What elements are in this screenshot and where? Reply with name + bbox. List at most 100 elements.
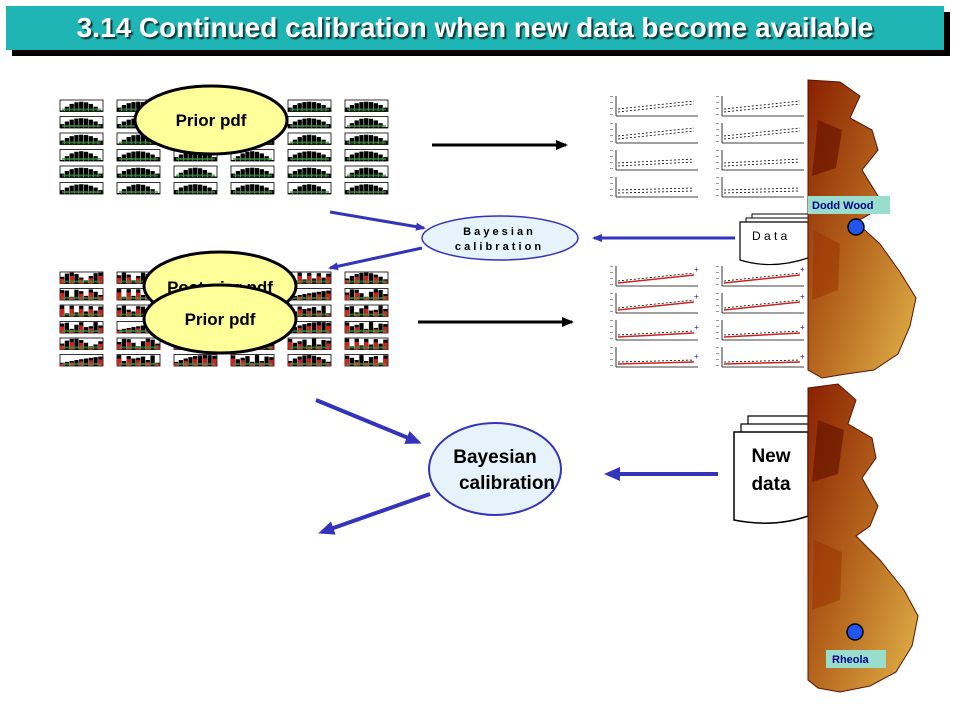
histogram-thumbnail: [173, 165, 218, 178]
output-plot-thumbnail: +: [716, 347, 805, 368]
output-plot-thumbnail: [610, 150, 698, 171]
histogram-thumbnail: [230, 354, 275, 367]
histogram-thumbnail: [344, 116, 389, 129]
output-plot-thumbnail: +: [716, 265, 805, 287]
output-plot-thumbnail: +: [610, 347, 699, 368]
histogram-thumbnail: [59, 354, 104, 367]
prior-pdf-label-2: Prior pdf: [185, 310, 256, 329]
histogram-thumbnail: [59, 99, 104, 112]
output-plot-thumbnail: [716, 96, 804, 117]
new-calibration-output-arrow: [318, 492, 431, 535]
histogram-thumbnail: [116, 337, 161, 350]
bayesian-calibration-ellipse: [428, 422, 562, 516]
histogram-thumbnail: [344, 304, 389, 317]
output-plot-thumbnail: [716, 177, 804, 198]
data-doc-label: D a t a: [752, 229, 788, 243]
histogram-thumbnail: [173, 354, 218, 367]
svg-text:+: +: [800, 323, 805, 332]
uk-map-top: Dodd Wood: [807, 79, 917, 379]
histogram-thumbnail: [287, 149, 332, 162]
histogram-thumbnail: [59, 304, 104, 317]
histogram-thumbnail: [59, 149, 104, 162]
histogram-thumbnail: [59, 116, 104, 129]
histogram-thumbnail: [287, 99, 332, 112]
histogram-thumbnail: [344, 288, 389, 301]
histogram-thumbnail: [287, 354, 332, 367]
output-plot-thumbnail: [610, 96, 698, 117]
output-plot-thumbnail: +: [610, 265, 699, 287]
posterior-output-plots: + + + + + + + +: [610, 265, 805, 368]
new-data-line1: New: [751, 446, 790, 467]
data-document-stack: D a t a: [739, 213, 809, 266]
svg-text:+: +: [694, 323, 699, 332]
histogram-thumbnail: [287, 337, 332, 350]
histogram-thumbnail: [344, 132, 389, 145]
slide-title: 3.14 Continued calibration when new data…: [76, 12, 874, 43]
svg-text:+: +: [800, 352, 805, 361]
histogram-thumbnail: [344, 165, 389, 178]
output-plot-thumbnail: +: [610, 292, 699, 314]
small-calibration-ellipse: [421, 215, 579, 261]
prior-to-calibration-arrow: [329, 210, 426, 231]
histogram-thumbnail: [59, 288, 104, 301]
site-label-dodd-wood-bg: [808, 196, 890, 214]
histogram-thumbnail: [116, 165, 161, 178]
histogram-thumbnail: [59, 321, 104, 334]
histogram-thumbnail: [344, 182, 389, 195]
histogram-thumbnail: [344, 149, 389, 162]
output-plot-thumbnail: +: [716, 292, 805, 314]
small-calibration-line1: B a y e s i a n: [463, 226, 533, 238]
bayesian-calibration-line1: Bayesian: [453, 447, 536, 468]
prior-pdf-ellipse: [133, 84, 289, 156]
histogram-thumbnail: [344, 354, 389, 367]
histogram-thumbnail: [59, 165, 104, 178]
output-plot-thumbnail: +: [610, 320, 699, 341]
histogram-thumbnail: [344, 337, 389, 350]
histogram-thumbnail: [344, 321, 389, 334]
svg-text:+: +: [800, 292, 805, 301]
histogram-thumbnail: [116, 149, 161, 162]
histogram-thumbnail: [287, 116, 332, 129]
uk-map-bottom: Rheola: [807, 383, 919, 693]
new-data-document-stack: New data: [733, 415, 809, 524]
calibration-to-posterior-arrow: [328, 246, 423, 271]
output-plot-thumbnail: [610, 123, 698, 144]
prior-pdf-ellipse-2: [142, 283, 298, 355]
rheola-marker: [846, 623, 864, 641]
site-label-rheola: Rheola: [832, 654, 870, 666]
output-plot-thumbnail: [716, 123, 804, 144]
histogram-thumbnail: [59, 132, 104, 145]
svg-text:+: +: [694, 352, 699, 361]
histogram-thumbnail: [230, 182, 275, 195]
histogram-thumbnail: [59, 337, 104, 350]
svg-text:+: +: [800, 265, 805, 274]
histogram-thumbnail: [287, 132, 332, 145]
svg-text:+: +: [694, 265, 699, 274]
histogram-thumbnail: [59, 271, 104, 284]
output-plot-thumbnail: [716, 150, 804, 171]
svg-text:+: +: [694, 292, 699, 301]
output-plot-thumbnail: [610, 177, 698, 198]
output-plot-thumbnail: +: [716, 320, 805, 341]
histogram-thumbnail: [173, 149, 218, 162]
title-bar: 3.14 Continued calibration when new data…: [6, 6, 944, 50]
new-data-line2: data: [751, 474, 791, 495]
bayesian-calibration-line2: calibration: [459, 473, 555, 494]
histogram-thumbnail: [230, 165, 275, 178]
histogram-thumbnail: [116, 182, 161, 195]
histogram-thumbnail: [116, 271, 161, 284]
dodd-wood-marker: [847, 218, 865, 236]
prior-pdf-label: Prior pdf: [176, 111, 247, 130]
site-label-dodd-wood: Dodd Wood: [812, 200, 874, 212]
prior-output-plots: [610, 96, 804, 198]
histogram-thumbnail: [116, 354, 161, 367]
posterior-to-new-calibration-arrow: [315, 398, 422, 444]
histogram-thumbnail: [287, 182, 332, 195]
small-calibration-line2: c a l i b r a t i o n: [455, 241, 541, 253]
histogram-thumbnail: [59, 182, 104, 195]
histogram-thumbnail: [344, 271, 389, 284]
histogram-thumbnail: [344, 99, 389, 112]
site-label-rheola-bg: [826, 650, 886, 668]
histogram-thumbnail: [287, 165, 332, 178]
